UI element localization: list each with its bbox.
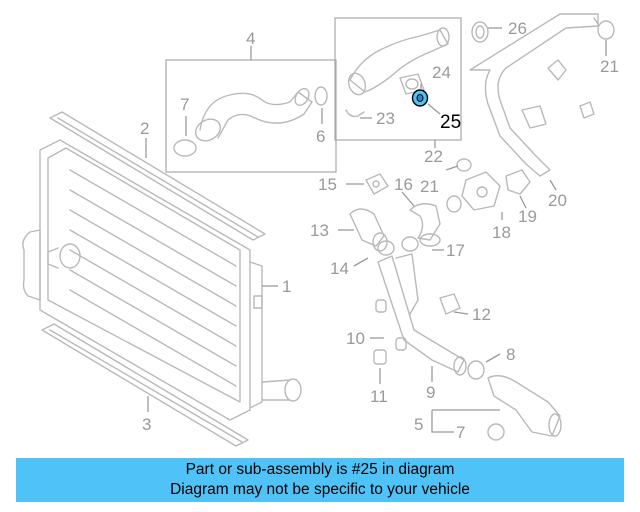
callout-13: 13 [310, 221, 329, 240]
hose-part-13 [349, 208, 388, 252]
o-ring-part-21-mid [446, 158, 472, 213]
seal-part-25-highlighted [411, 89, 429, 107]
callout-5: 5 [414, 415, 423, 434]
callout-8: 8 [506, 345, 515, 364]
sensor-part-19 [505, 169, 531, 195]
callout-17: 17 [446, 241, 465, 260]
callout-4: 4 [246, 29, 255, 48]
callout-11: 11 [370, 387, 388, 406]
callout-6: 6 [316, 127, 325, 146]
clamp-part-21-top [593, 17, 615, 40]
clamp-part-8 [467, 360, 485, 380]
part-group-box-22 [334, 17, 462, 141]
clamp-part-7-bottom [487, 423, 505, 441]
callout-22: 22 [424, 147, 443, 166]
charge-pipe-part-9 [377, 253, 467, 376]
callout-3: 3 [142, 415, 151, 434]
bushing-part-11 [373, 349, 387, 365]
leader-lines [145, 27, 607, 433]
bushing-part-10 [375, 299, 407, 351]
upper-hose-part [345, 27, 450, 118]
callout-15: 15 [318, 175, 337, 194]
housing-part-18 [461, 171, 501, 211]
callout-9: 9 [426, 383, 435, 402]
callout-2: 2 [140, 119, 149, 138]
callout-1: 1 [282, 277, 291, 296]
intercooler-part [22, 139, 302, 421]
callout-7-upper: 7 [180, 95, 189, 114]
callout-10: 10 [346, 329, 365, 348]
lower-rail-part [41, 323, 249, 447]
callout-26: 26 [508, 19, 527, 38]
hose-part-5 [487, 375, 562, 437]
o-ring-part-26 [471, 21, 489, 43]
callout-21-top: 21 [600, 57, 619, 76]
callout-23: 23 [376, 109, 395, 128]
callout-20: 20 [548, 191, 567, 210]
callout-21-mid: 21 [420, 177, 439, 196]
banner-line-1: Part or sub-assembly is #25 in diagram [185, 461, 455, 478]
sensor-part-12 [439, 293, 461, 315]
callout-16: 16 [394, 175, 413, 194]
callout-14: 14 [330, 259, 349, 278]
banner-line-2: Diagram may not be specific to your vehi… [170, 481, 470, 498]
pipe-part-20 [469, 13, 599, 177]
callout-labels: 1 2 3 4 5 6 7 7 8 9 10 11 12 13 14 15 16… [140, 19, 619, 442]
callout-24: 24 [432, 63, 451, 82]
upper-rail-part [49, 111, 266, 241]
info-banner: Part or sub-assembly is #25 in diagram D… [16, 458, 624, 502]
bracket-part-15 [365, 173, 389, 195]
callout-18: 18 [492, 223, 511, 242]
parts-diagram: 1 2 3 4 5 6 7 7 8 9 10 11 12 13 14 15 16… [22, 13, 619, 447]
callout-19: 19 [518, 207, 537, 226]
callout-7-lower: 7 [456, 423, 465, 442]
hose-part-16 [409, 203, 441, 247]
charge-hose-part-4 [173, 86, 328, 157]
clamp-part-14 [377, 236, 419, 256]
callout-12: 12 [472, 305, 491, 324]
callout-25-highlighted: 25 [440, 112, 461, 133]
